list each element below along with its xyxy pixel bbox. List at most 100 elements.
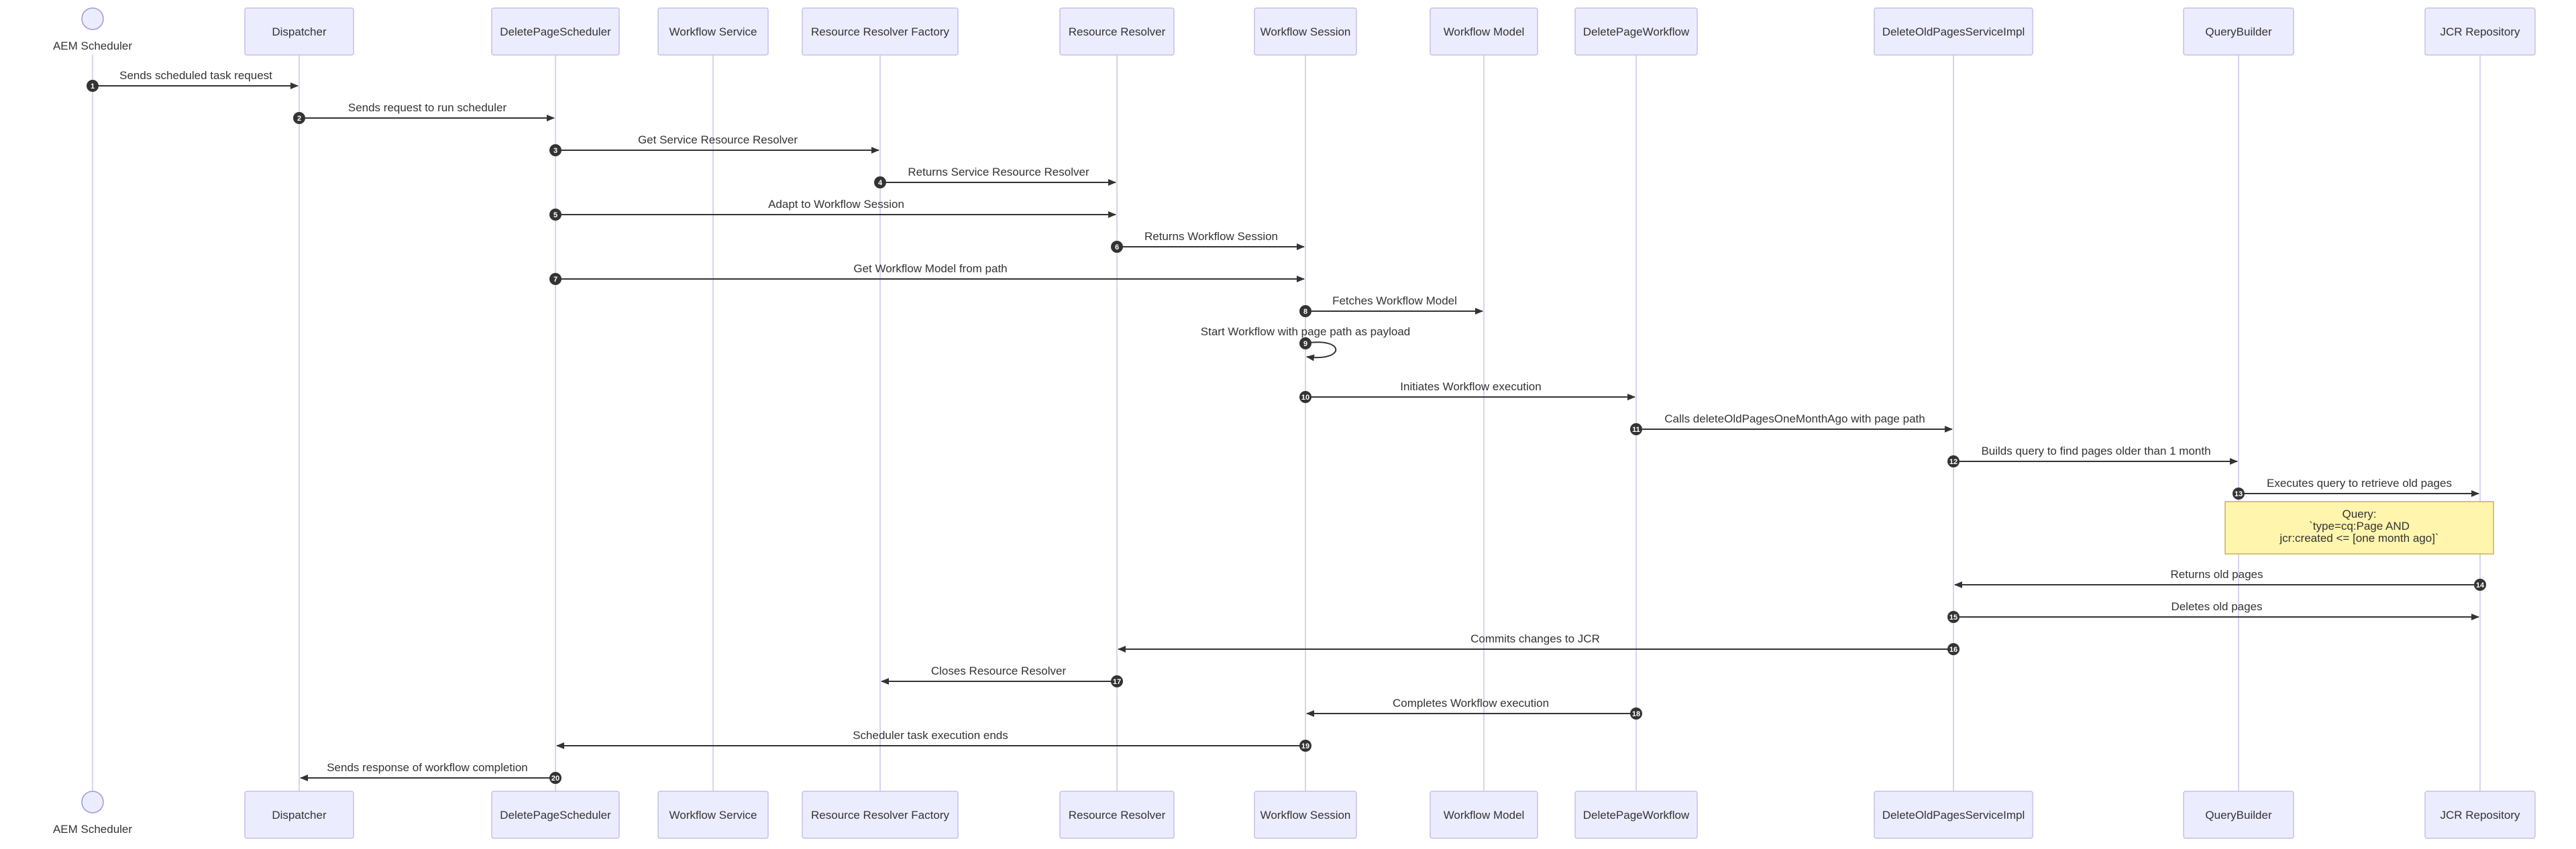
participant-label: AEM Scheduler [53, 40, 132, 52]
participant-deletepageworkflow-top: DeletePageWorkflow [1574, 7, 1698, 56]
message-label: Adapt to Workflow Session [768, 198, 904, 211]
participant-label: DeleteOldPagesServiceImpl [1882, 809, 2025, 822]
participant-deletepagescheduler-bottom: DeletePageScheduler [491, 791, 620, 839]
message-label: Commits changes to JCR [1470, 632, 1600, 645]
message-label: Returns old pages [2171, 568, 2263, 581]
participant-rrfactory-bottom: Resource Resolver Factory [802, 791, 959, 839]
note-line: jcr:created <= [one month ago]` [2279, 532, 2438, 545]
participant-box [1874, 7, 2033, 56]
sequence-number-badge [1947, 455, 1960, 467]
message-4: Returns Service Resource Resolver 4 [874, 166, 1116, 188]
message-label: Scheduler task execution ends [853, 729, 1008, 742]
sequence-number: 4 [878, 179, 883, 187]
message-1: Sends scheduled task request 1 [87, 69, 299, 92]
sequence-number: 8 [1303, 308, 1307, 316]
participant-workflowservice-bottom: Workflow Service [657, 791, 769, 839]
participant-label: DeletePageWorkflow [1583, 809, 1690, 822]
participant-label: QueryBuilder [2205, 809, 2272, 822]
message-15: Deletes old pages 15 [1947, 600, 2479, 623]
message-label: Returns Workflow Session [1144, 230, 1278, 243]
participant-box [1059, 7, 1175, 56]
message-16: Commits changes to JCR 16 [1118, 632, 1960, 655]
message-5: Adapt to Workflow Session 5 [549, 198, 1116, 221]
message-label: Deletes old pages [2171, 600, 2262, 613]
participant-label: Resource Resolver [1069, 25, 1166, 38]
message-label: Sends request to run scheduler [348, 101, 507, 114]
participant-label: AEM Scheduler [53, 823, 132, 836]
message-label: Initiates Workflow execution [1400, 380, 1541, 393]
participant-box [1430, 7, 1538, 56]
message-12: Builds query to find pages older than 1 … [1947, 445, 2238, 467]
participant-querybuilder-top: QueryBuilder [2183, 7, 2294, 56]
sequence-number: 13 [2235, 490, 2243, 498]
participant-box [802, 791, 959, 839]
message-18: Completes Workflow execution 18 [1306, 697, 1642, 720]
message-label: Calls deleteOldPagesOneMonthAgo with pag… [1664, 412, 1925, 425]
sequence-number-badge [549, 772, 561, 784]
participant-label: JCR Repository [2440, 809, 2520, 822]
sequence-number: 5 [553, 211, 557, 219]
participant-label: Resource Resolver Factory [811, 25, 949, 38]
participant-workflowsession-bottom: Workflow Session [1254, 791, 1357, 839]
sequence-number: 14 [2476, 581, 2485, 589]
participant-workflowservice-top: Workflow Service [657, 7, 769, 56]
sequence-number-badge [549, 273, 561, 285]
participant-resourceresolver-bottom: Resource Resolver [1059, 791, 1175, 839]
participant-box [1574, 7, 1698, 56]
participant-label: Workflow Model [1444, 809, 1525, 822]
sequence-number-badge [2233, 488, 2245, 500]
sequence-number: 3 [553, 147, 557, 155]
participant-workflowsession-top: Workflow Session [1254, 7, 1357, 56]
sequence-number-badge [87, 80, 99, 92]
sequence-number: 7 [553, 276, 557, 284]
message-14: Returns old pages 14 [1954, 568, 2486, 591]
sequence-number: 9 [1303, 340, 1307, 348]
participant-scheduler-top: AEM Scheduler [53, 7, 132, 52]
sequence-number-badge [1299, 305, 1311, 317]
person-icon [81, 791, 104, 813]
participant-box [1430, 791, 1538, 839]
participant-box [1254, 791, 1357, 839]
message-label: Returns Service Resource Resolver [908, 166, 1089, 178]
message-label: Completes Workflow execution [1393, 697, 1549, 710]
message-label: Sends scheduled task request [119, 69, 272, 82]
participant-jcrrepository-top: JCR Repository [2424, 7, 2536, 56]
sequence-number: 2 [297, 115, 301, 123]
participant-workflowmodel-bottom: Workflow Model [1430, 791, 1538, 839]
message-label: Get Workflow Model from path [853, 262, 1007, 275]
participant-label: DeleteOldPagesServiceImpl [1882, 25, 2025, 38]
sequence-number: 20 [551, 775, 559, 783]
person-icon [81, 7, 104, 30]
message-label: Start Workflow with page path as payload [1201, 325, 1410, 338]
sequence-number: 18 [1632, 710, 1640, 718]
sequence-number-badge [2474, 579, 2486, 591]
message-11: Calls deleteOldPagesOneMonthAgo with pag… [1630, 412, 1953, 435]
sequence-number: 1 [91, 82, 95, 91]
sequence-number: 15 [1949, 614, 1957, 622]
sequence-number-badge [549, 209, 561, 221]
participant-box [1254, 7, 1357, 56]
participant-label: Resource Resolver Factory [811, 809, 949, 822]
sequence-number-badge [1630, 423, 1642, 435]
sequence-number: 16 [1949, 646, 1957, 654]
sequence-number-badge [1111, 675, 1123, 687]
participant-deleteoldpagesserviceimpl-top: DeleteOldPagesServiceImpl [1874, 7, 2033, 56]
participant-box [657, 791, 769, 839]
note-line: `type=cq:Page AND [2309, 520, 2410, 532]
sequence-number-badge [293, 112, 305, 124]
message-arrow [1305, 341, 1337, 361]
participant-scheduler-bottom: AEM Scheduler [53, 791, 132, 836]
participant-label: Workflow Session [1260, 25, 1351, 38]
sequence-number-badge [1630, 708, 1642, 720]
sequence-number-badge [549, 144, 561, 156]
